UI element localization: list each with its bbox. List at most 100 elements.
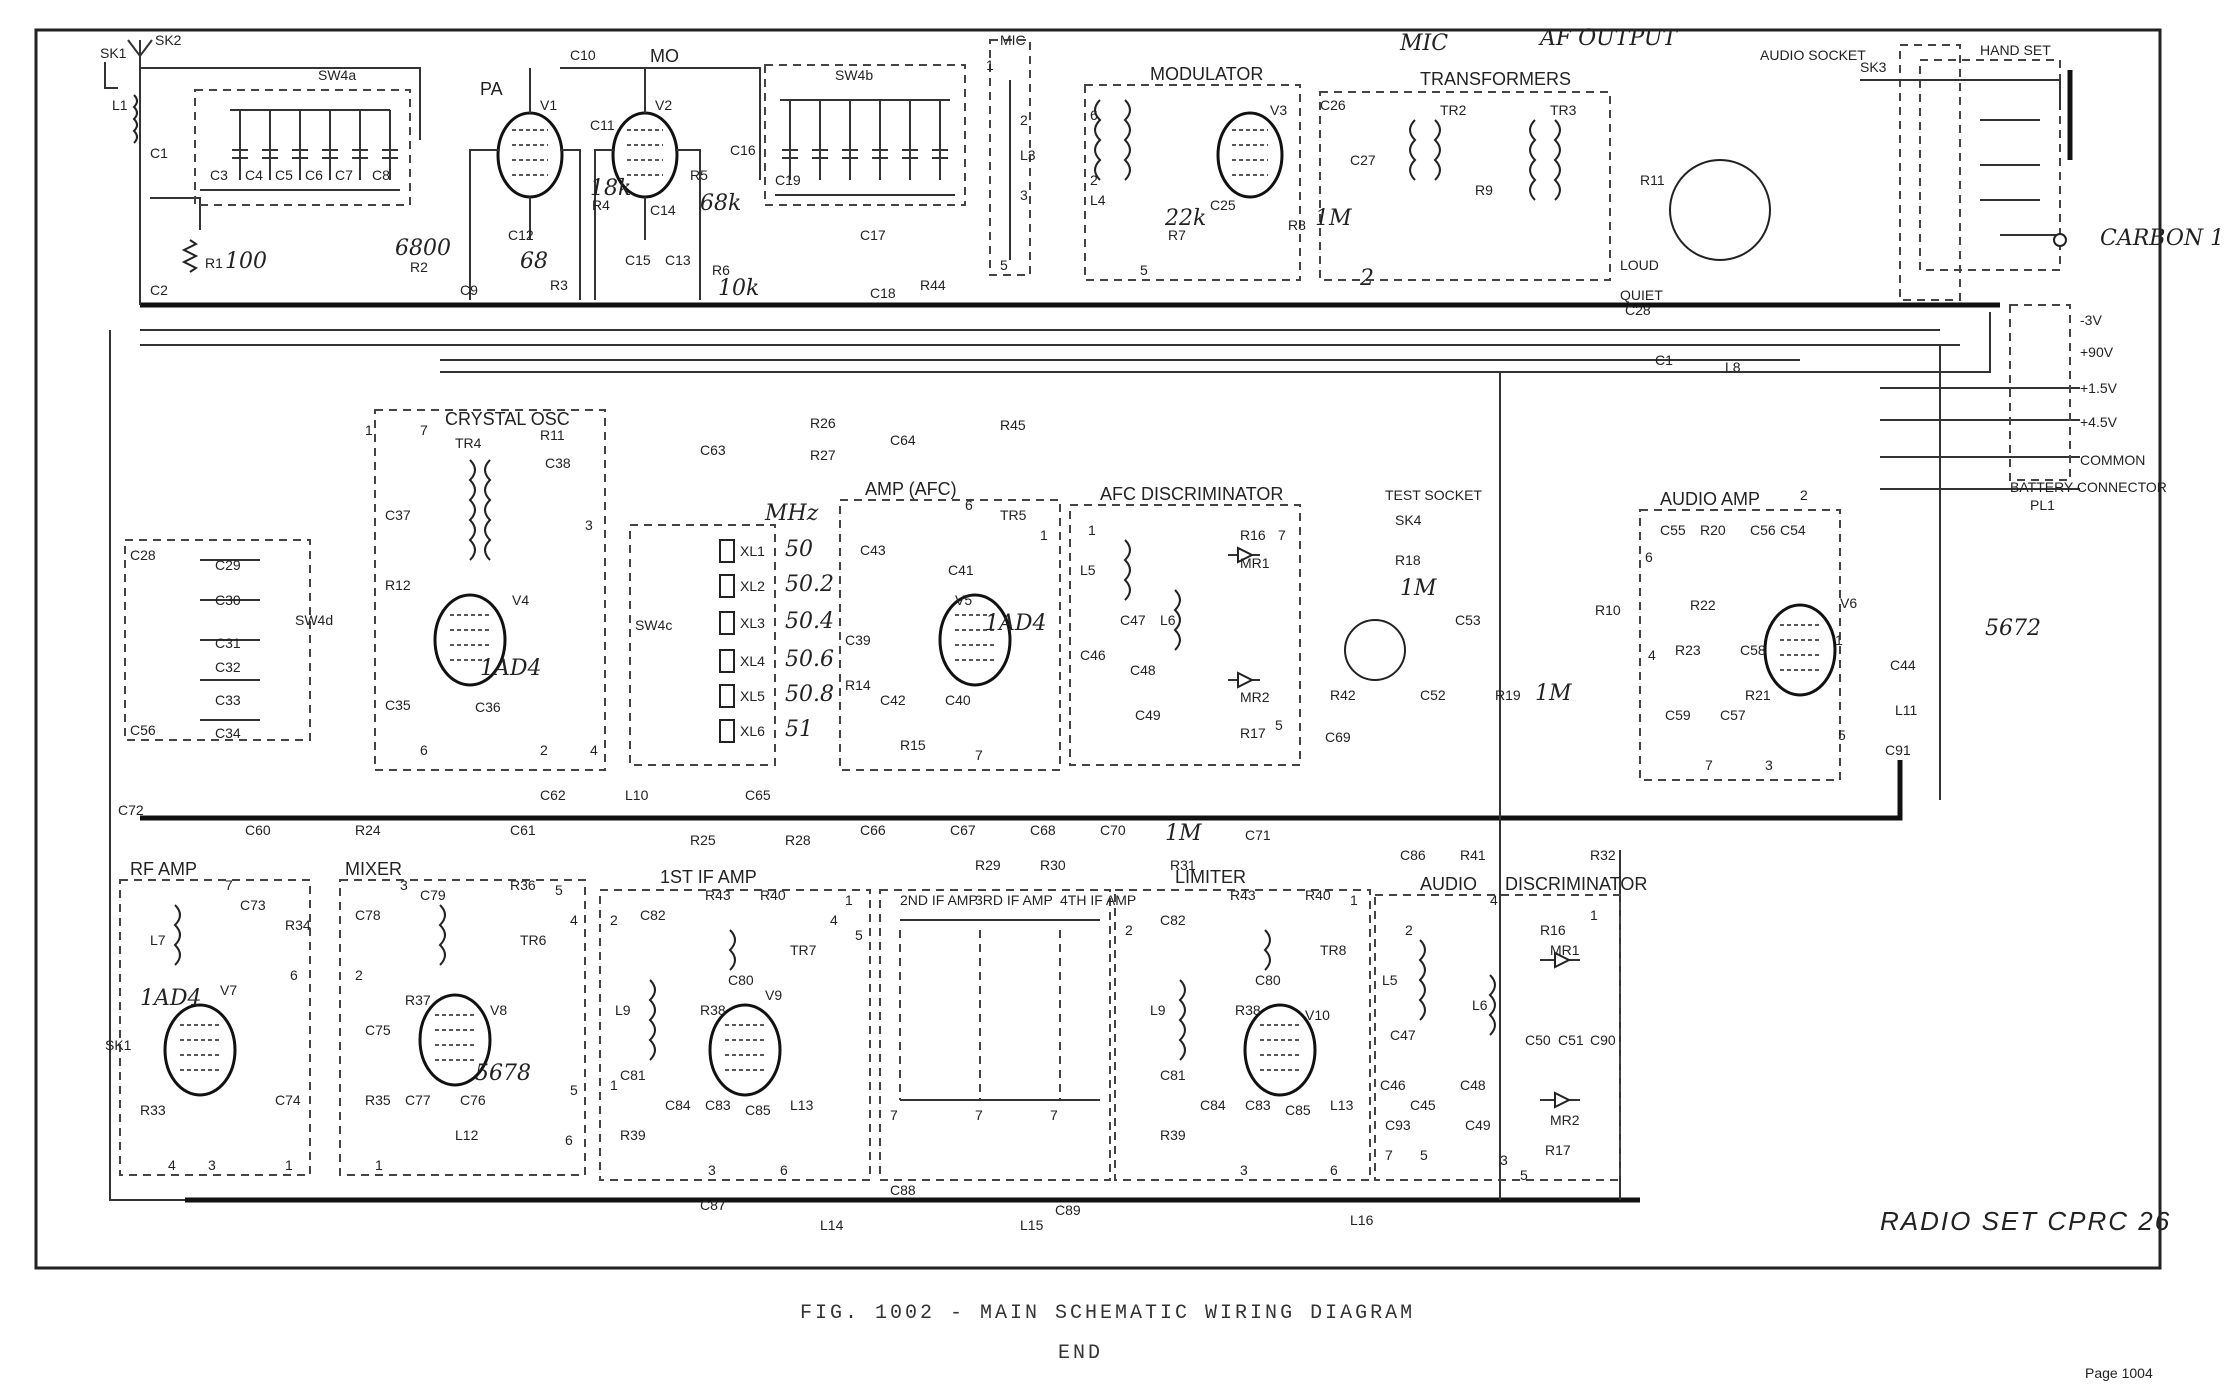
svg-text:C77: C77 <box>405 1092 431 1108</box>
caption-block: FIG. 1002 - MAIN SCHEMATIC WIRING DIAGRA… <box>800 1302 2153 1381</box>
pa-stage: PA V1 C12 68 R3 <box>469 68 581 300</box>
svg-text:C31: C31 <box>215 635 241 651</box>
mo-stage: MO V2 C10 C11 C14 C15 C13 18k R4 R5 68k … <box>560 46 761 301</box>
freq-xl3: 50.4 <box>785 609 834 634</box>
svg-text:5: 5 <box>1520 1167 1528 1183</box>
svg-text:R42: R42 <box>1330 687 1356 703</box>
svg-text:R4: R4 <box>592 197 610 213</box>
r8-value: 1M <box>1315 206 1352 231</box>
svg-text:R22: R22 <box>1690 597 1716 613</box>
sw4c-label: SW4c <box>635 617 672 633</box>
svg-text:C83: C83 <box>1245 1097 1271 1113</box>
rf-amp-label: RF AMP <box>130 859 197 879</box>
l14-label: L14 <box>820 1217 844 1233</box>
svg-text:C19: C19 <box>775 172 801 188</box>
modulator-stage: MODULATOR V3 L4 22k R7 C25 6 2 5 <box>1084 64 1301 281</box>
batt-pin-1: -3V <box>2080 312 2102 328</box>
svg-text:R16: R16 <box>1540 922 1566 938</box>
svg-text:2: 2 <box>1125 922 1133 938</box>
svg-text:6: 6 <box>290 967 298 983</box>
transformers-label: TRANSFORMERS <box>1420 69 1571 89</box>
svg-text:3: 3 <box>1020 187 1028 203</box>
xl5-label: XL5 <box>740 688 765 704</box>
svg-text:6: 6 <box>965 497 973 513</box>
svg-text:R38: R38 <box>1235 1002 1261 1018</box>
svg-text:R3: R3 <box>550 277 568 293</box>
svg-text:5: 5 <box>555 882 563 898</box>
af-output-label: AF OUTPUT <box>1538 26 1679 51</box>
svg-text:C45: C45 <box>1410 1097 1436 1113</box>
svg-text:R34: R34 <box>285 917 311 933</box>
battery-connector: -3V +90V +1.5V +4.5V COMMON BATTERY CONN… <box>1655 304 2167 513</box>
svg-text:R36: R36 <box>510 877 536 893</box>
svg-text:3: 3 <box>1240 1162 1248 1178</box>
svg-text:C47: C47 <box>1120 612 1146 628</box>
audio-label: AUDIO <box>1420 874 1477 894</box>
svg-text:C50: C50 <box>1525 1032 1551 1048</box>
mic-handwritten: MIC <box>1399 31 1448 56</box>
svg-text:R10: R10 <box>1595 602 1621 618</box>
mic-top-label: MIC <box>1000 32 1026 48</box>
svg-text:7: 7 <box>975 1107 983 1123</box>
svg-text:C25: C25 <box>1210 197 1236 213</box>
xl4-label: XL4 <box>740 653 765 669</box>
xl3-label: XL3 <box>740 615 765 631</box>
svg-text:R37: R37 <box>405 992 431 1008</box>
svg-text:7: 7 <box>1278 527 1286 543</box>
svg-text:C85: C85 <box>745 1102 771 1118</box>
svg-text:C84: C84 <box>665 1097 691 1113</box>
svg-text:6: 6 <box>420 742 428 758</box>
tr4-label: TR4 <box>455 435 482 451</box>
svg-text:C67: C67 <box>950 822 976 838</box>
sw4a-tuning-box: SW4a C3 C4 C5 C6 C7 C8 <box>194 67 411 206</box>
freq-xl1: 50 <box>785 537 813 562</box>
svg-text:7: 7 <box>225 877 233 893</box>
svg-text:C52: C52 <box>1420 687 1446 703</box>
tr2-note: 2 <box>1359 266 1374 291</box>
svg-text:C59: C59 <box>1665 707 1691 723</box>
svg-text:C73: C73 <box>240 897 266 913</box>
tube-v4 <box>433 593 507 687</box>
mr1-diode <box>1237 546 1255 564</box>
svg-text:L3: L3 <box>1020 147 1036 163</box>
svg-text:R26: R26 <box>810 415 836 431</box>
svg-text:R44: R44 <box>920 277 946 293</box>
svg-text:C70: C70 <box>1100 822 1126 838</box>
svg-text:C81: C81 <box>1160 1067 1186 1083</box>
svg-text:C84: C84 <box>1200 1097 1226 1113</box>
svg-text:R35: R35 <box>365 1092 391 1108</box>
svg-text:R39: R39 <box>1160 1127 1186 1143</box>
svg-text:C78: C78 <box>355 907 381 923</box>
svg-text:C33: C33 <box>215 692 241 708</box>
svg-text:R39: R39 <box>620 1127 646 1143</box>
mo-label: MO <box>650 46 679 66</box>
svg-text:C82: C82 <box>640 907 666 923</box>
svg-text:5: 5 <box>570 1082 578 1098</box>
tube-v6 <box>1763 603 1837 697</box>
svg-text:5: 5 <box>1000 257 1008 273</box>
test-socket-sk4 <box>1344 619 1406 681</box>
r31-value: 1M <box>1165 821 1202 846</box>
svg-text:7: 7 <box>1385 1147 1393 1163</box>
svg-text:2: 2 <box>610 912 618 928</box>
l11-label: L11 <box>1895 702 1918 718</box>
r4-value: 18k <box>590 176 631 201</box>
if-amp-2-label: 2ND IF AMP <box>900 892 978 908</box>
svg-text:R11: R11 <box>1640 172 1665 188</box>
svg-text:C51: C51 <box>1558 1032 1584 1048</box>
svg-text:C8: C8 <box>372 167 390 183</box>
svg-text:C74: C74 <box>275 1092 301 1108</box>
svg-text:R17: R17 <box>1240 725 1266 741</box>
svg-text:C36: C36 <box>475 699 501 715</box>
svg-text:1: 1 <box>365 422 373 438</box>
v3-label: V3 <box>1270 102 1287 118</box>
svg-text:C10: C10 <box>570 47 596 63</box>
svg-text:C56: C56 <box>1750 522 1776 538</box>
svg-text:C58: C58 <box>1740 642 1766 658</box>
svg-text:C2: C2 <box>150 282 168 298</box>
freq-xl5: 50.8 <box>785 682 834 707</box>
disc-l6-label: L6 <box>1472 997 1488 1013</box>
svg-text:C6: C6 <box>305 167 323 183</box>
svg-text:1: 1 <box>845 892 853 908</box>
svg-text:R19: R19 <box>1495 687 1521 703</box>
